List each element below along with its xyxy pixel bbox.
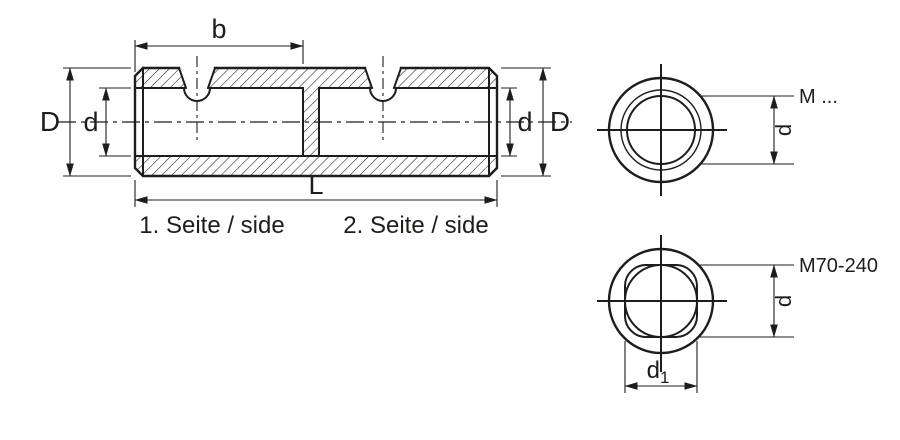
side1-caption: 1. Seite / side [139, 212, 284, 239]
end-view-bottom: d M70-240 d1 [597, 235, 878, 393]
end-view-top: d M ... [597, 64, 838, 196]
side-view: b D d d D L [40, 14, 572, 239]
dimple1-funnel-edges [177, 66, 217, 90]
dim-d1-base: d [647, 357, 660, 384]
dim-d-top-label: d [771, 124, 796, 136]
bottom-wall-hatch [135, 156, 497, 176]
dimple2-funnel-edges [363, 66, 403, 90]
dimple1-funnel [179, 66, 215, 88]
middle-wall-hatch [303, 88, 319, 156]
dimension-d-endview-bottom: d [700, 264, 796, 338]
dim-d-bottom-label: d [771, 295, 796, 307]
dimple2-funnel [365, 66, 401, 88]
dim-D-right-label: D [550, 106, 570, 137]
dim-d-left-label: d [83, 107, 98, 137]
side2-caption: 2. Seite / side [343, 212, 488, 239]
thread-note-top: M ... [799, 86, 838, 108]
dim-b-label: b [211, 14, 226, 44]
dim-d-bottom-extensions [700, 264, 794, 338]
dim-d-right-label: d [517, 107, 532, 137]
dimension-d1: d1 [624, 341, 698, 393]
dimension-D-left: D [40, 67, 131, 177]
thread-note-bottom: M70-240 [799, 255, 878, 277]
dimension-L: L [134, 170, 498, 207]
dimension-D-right: D [501, 67, 570, 177]
top-wall-hatch [135, 68, 497, 88]
dimension-b: b [134, 14, 304, 72]
dim-d1-label: d1 [647, 357, 670, 387]
dim-d1-subscript: 1 [660, 368, 669, 387]
dim-D-left-label: D [40, 106, 60, 137]
dimension-d-endview-top: d [700, 95, 796, 165]
dim-d-top-extensions [700, 95, 794, 165]
dim-D-left-extensions [63, 67, 131, 177]
crosshair-top [597, 64, 727, 196]
dimension-d-left: d [83, 87, 131, 157]
dim-L-label: L [308, 170, 323, 200]
dimension-d-right: d [501, 87, 533, 157]
crosshair-bottom [597, 235, 727, 372]
